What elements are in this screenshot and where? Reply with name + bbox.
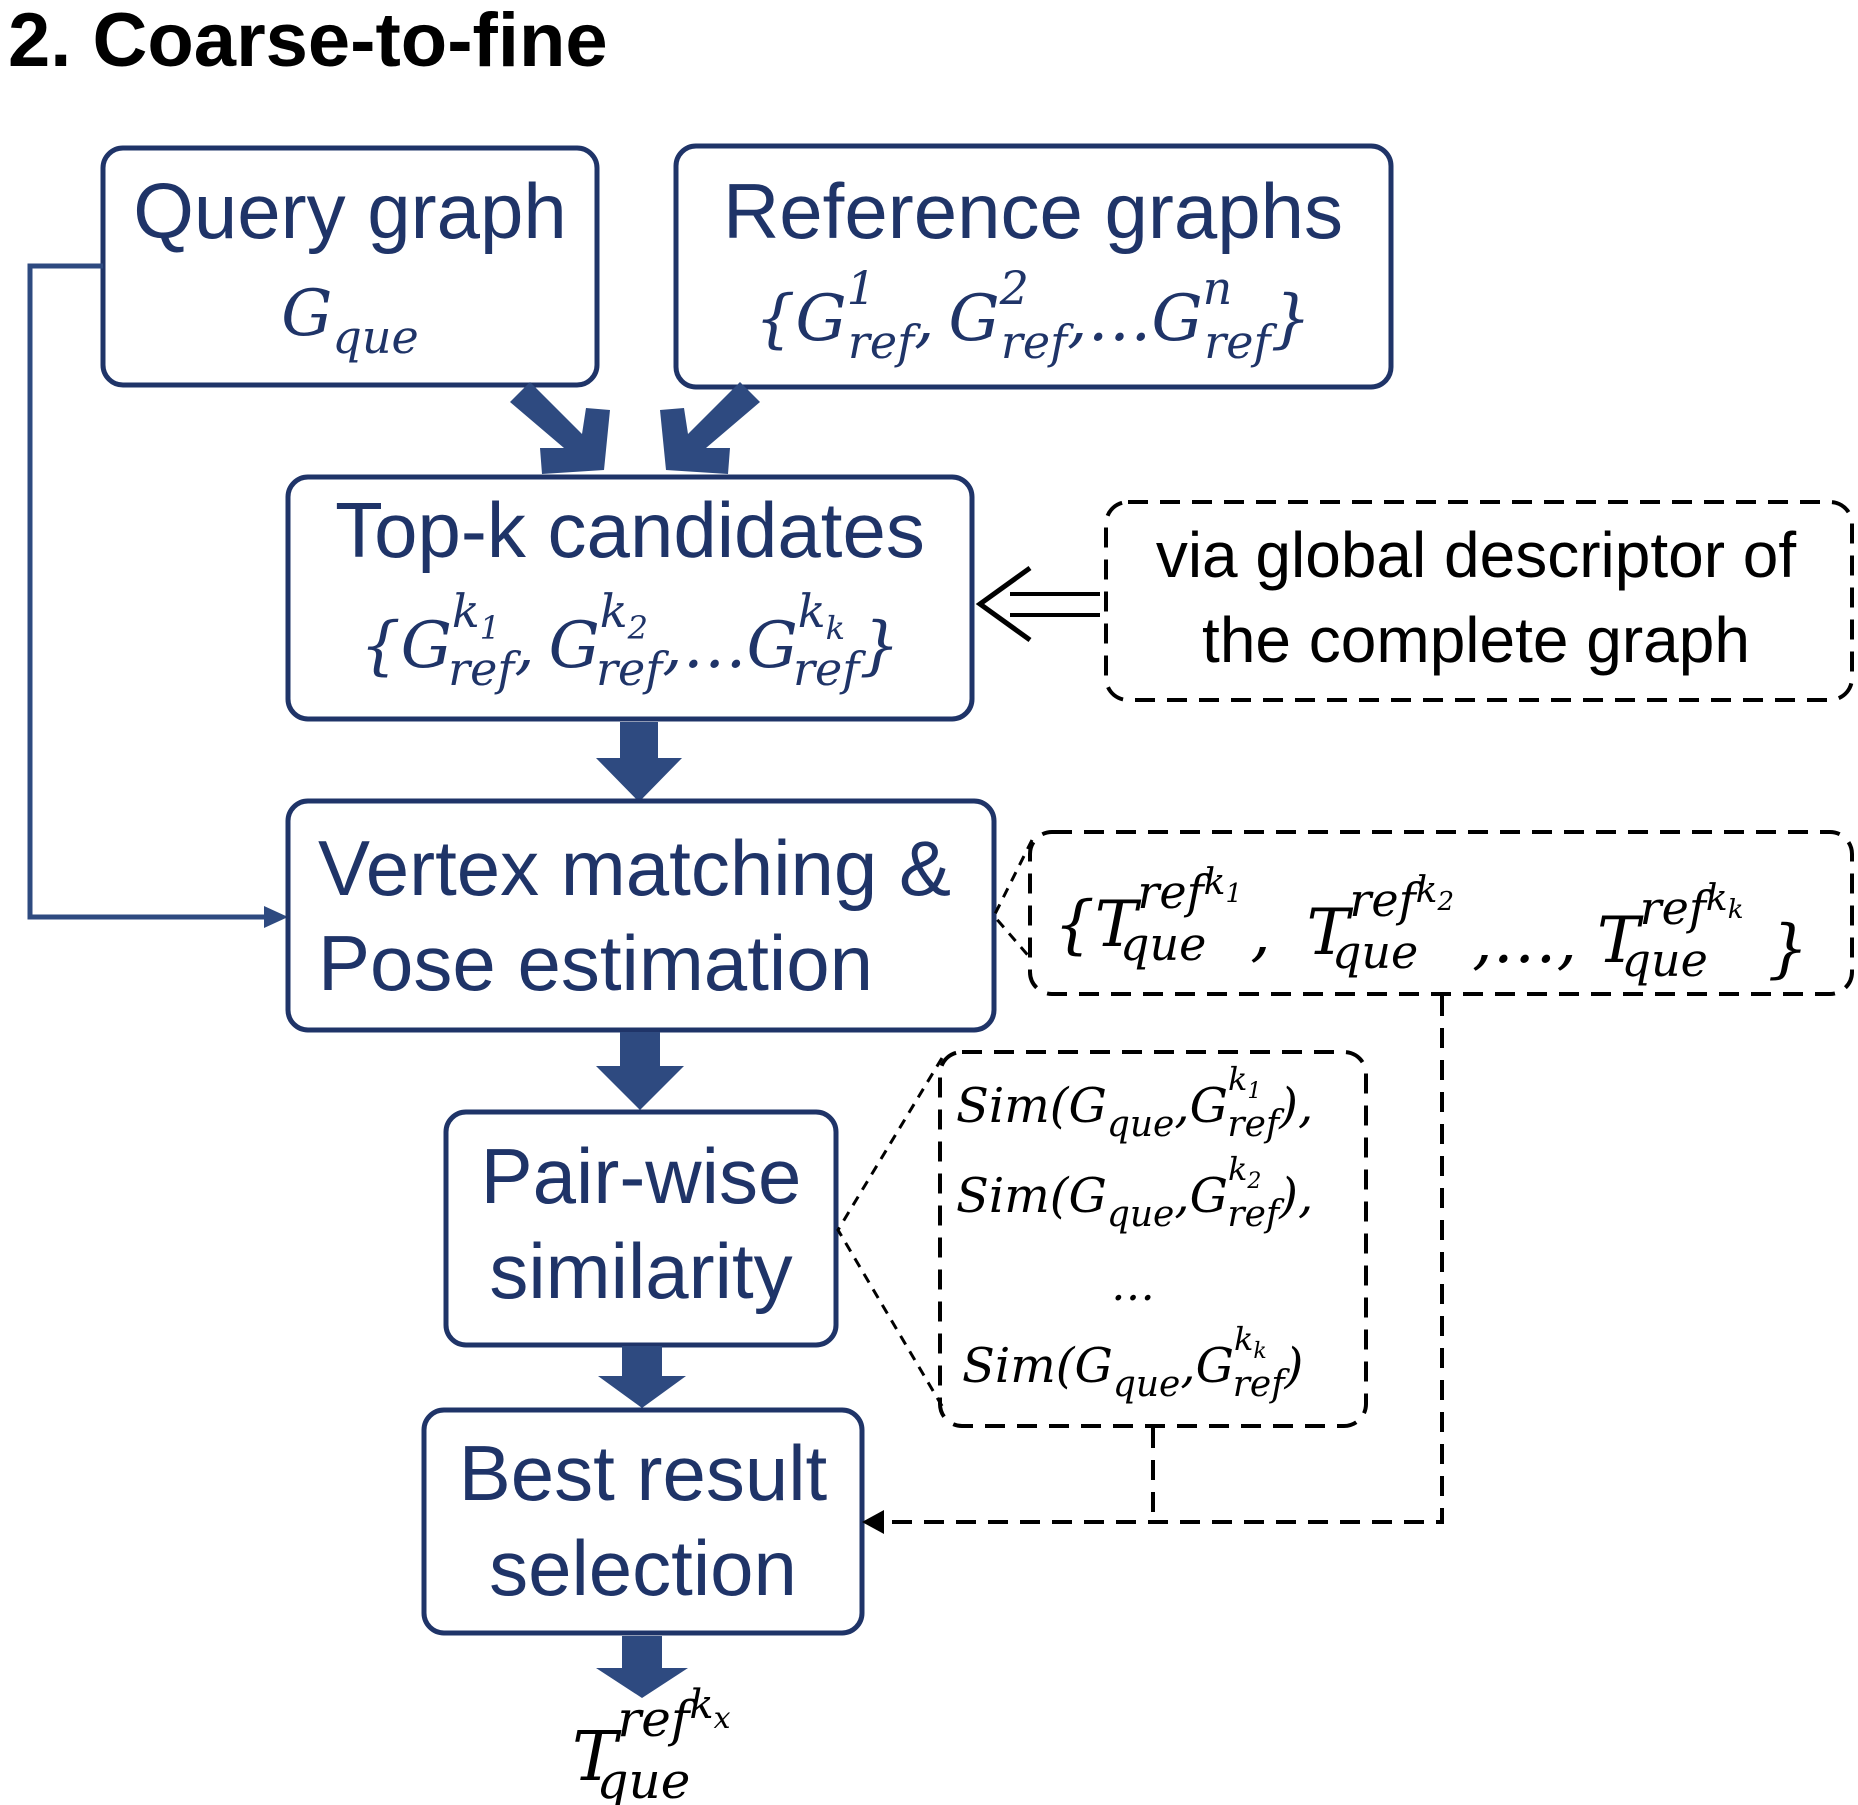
similarity-ellipsis: … — [1111, 1260, 1155, 1311]
callout-vertex-transforms — [992, 839, 1034, 961]
global-descriptor-note: via global descriptor of the complete gr… — [1104, 500, 1854, 702]
query-graph-label: Query graph — [133, 167, 567, 255]
callout-pairwise-scores — [836, 1057, 944, 1407]
arrow-pairwise-to-best — [598, 1346, 686, 1408]
diagram-title: 2. Coarse-to-fine — [8, 0, 608, 83]
arrow-topk-to-vertex — [596, 722, 682, 802]
double-arrow-descriptor-to-topk — [975, 565, 1100, 643]
best-result-node: Best result selection — [421, 1407, 865, 1636]
query-graph-formula: Gque — [281, 277, 418, 364]
best-result-line1: Best result — [459, 1429, 828, 1517]
query-bypass-line — [27, 263, 276, 920]
arrow-query-to-topk — [510, 382, 610, 474]
query-graph-node: Query graph Gque — [100, 145, 600, 388]
pairwise-line1: Pair-wise — [481, 1132, 802, 1220]
query-bypass-arrowhead — [264, 906, 288, 928]
reference-graphs-label: Reference graphs — [723, 167, 1343, 255]
vertex-matching-line1: Vertex matching & — [318, 824, 951, 912]
vertex-matching-node: Vertex matching & Pose estimation — [285, 798, 997, 1033]
topk-candidates-label: Top-k candidates — [335, 486, 925, 574]
best-result-line2: selection — [489, 1524, 797, 1612]
dashed-transforms-to-best — [880, 996, 1444, 1524]
dashed-arrowhead-best — [862, 1510, 884, 1534]
global-descriptor-line1: via global descriptor of — [1156, 519, 1797, 591]
arrow-reference-to-topk — [660, 382, 760, 474]
pairwise-similarity-node: Pair-wise similarity — [443, 1109, 839, 1348]
pairwise-line2: similarity — [489, 1227, 792, 1315]
global-descriptor-line2: the complete graph — [1202, 604, 1750, 676]
arrow-vertex-to-pairwise — [596, 1032, 684, 1110]
vertex-matching-line2: Pose estimation — [318, 919, 873, 1007]
arrow-best-to-output — [596, 1636, 688, 1698]
